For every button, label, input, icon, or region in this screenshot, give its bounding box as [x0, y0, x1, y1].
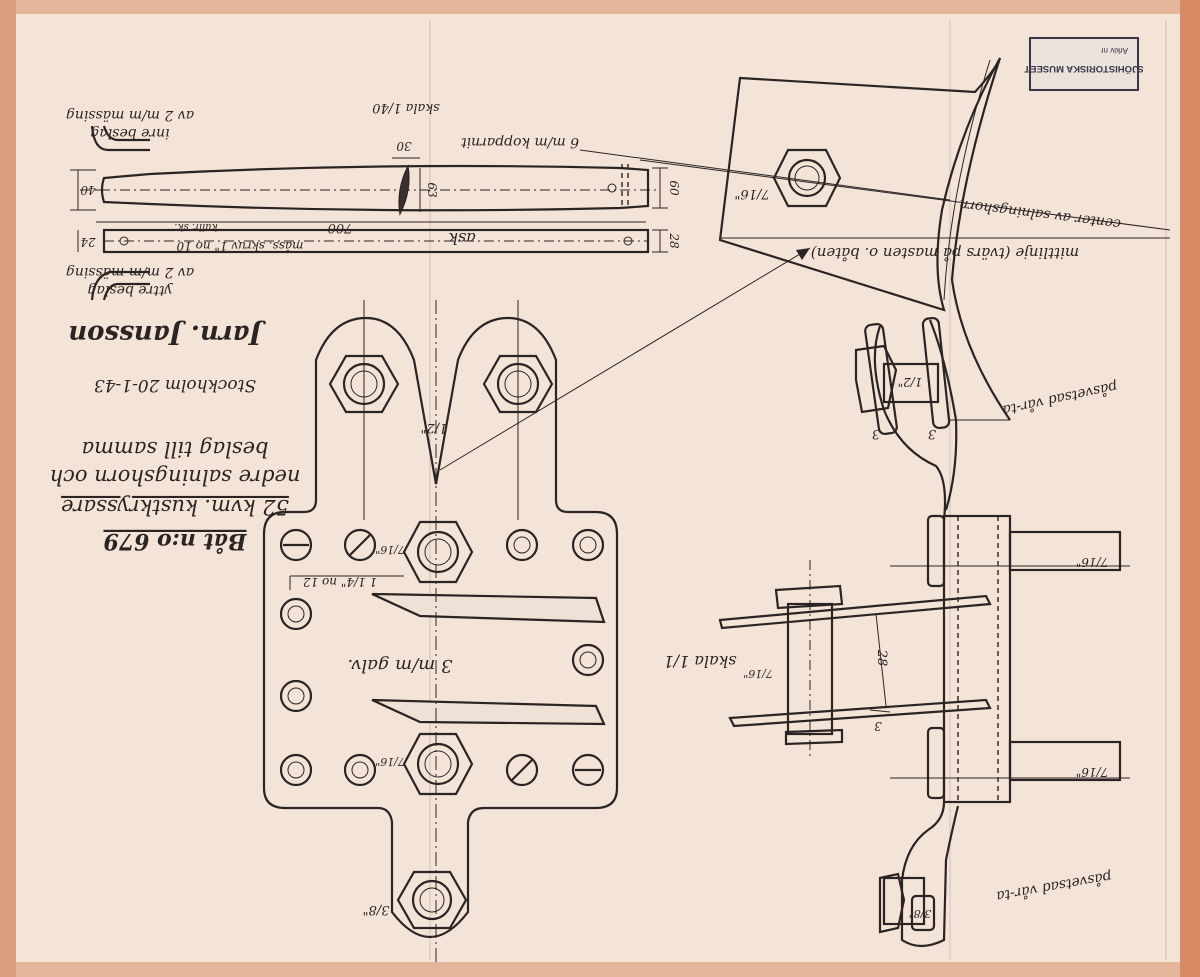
plate-bolt-lower: [402, 732, 474, 796]
mast-bracket-outline: [718, 57, 1002, 312]
inner-fitting-material: av 2 m/m mässing: [66, 107, 194, 123]
dim-63: 63: [425, 182, 439, 198]
plate-profile: [942, 514, 1012, 804]
plate-bolt-bottom-label: 3/8": [363, 902, 390, 917]
bolt-right-upper: [1008, 530, 1122, 572]
dim-28-line: [875, 613, 887, 707]
jaw-lower: [728, 698, 992, 728]
lug-bolt-left: [328, 354, 400, 414]
dim-700: 700: [328, 220, 353, 235]
copper-rivet-label: 6 m/m kopparnit: [461, 134, 579, 150]
countersunk-label: kullr. sk.: [174, 221, 217, 232]
title-line1: Båt n:o 679: [103, 528, 247, 554]
stamp-line2: Arkiv nr: [1101, 46, 1128, 55]
title-line4: beslag till samma: [82, 437, 269, 461]
side-dim-3a: 3: [872, 426, 880, 441]
plate-screw-spec: 1 1/4" no 12: [303, 575, 377, 589]
plate-detail: 3 m/m galv. 1 1/4" no 12 1/2" 7/16" 7/16…: [262, 247, 811, 962]
bolt-right-upper-label: 7/16": [1076, 555, 1108, 569]
airfoil-section: [398, 164, 410, 216]
bolt-right-lower: [1008, 740, 1122, 782]
dim-60: 60: [667, 180, 681, 196]
side-dim-3b: 3: [928, 426, 936, 441]
jaw-upper: [718, 594, 992, 630]
upper-lug-left: [873, 325, 947, 521]
title-line2: 52 kvm. kustkryssare: [61, 495, 289, 519]
side-scale-label: skala 1/1: [664, 652, 737, 671]
spreader-profile: inre beslag av 2 m/m mässing yttre besla…: [66, 100, 951, 301]
archive-stamp: SJÖHISTORISKA MUSEET Arkiv nr: [1024, 37, 1144, 91]
plate-screws: [279, 528, 605, 787]
outer-fitting-label: yttre beslag: [88, 282, 174, 298]
dim-28-strip: 28: [667, 232, 681, 249]
inner-fitting-shape: [90, 125, 150, 152]
title-block: Båt n:o 679 52 kvm. kustkryssare nedre s…: [50, 319, 301, 554]
lower-lug: [900, 801, 960, 948]
title-date: Stockholm 20-1-43: [94, 375, 256, 395]
paper-edge-right: [1180, 0, 1200, 977]
inner-fitting-label: inre beslag: [90, 125, 169, 141]
spreader-outline: [100, 164, 650, 212]
signature: Jarn. Jansson: [68, 319, 266, 349]
leader-arrow: [439, 247, 811, 471]
bent-strip-lower: [371, 698, 606, 726]
paper-edge-top: [0, 0, 1200, 14]
plate-outline: [262, 316, 619, 938]
bent-strip-upper: [371, 592, 606, 624]
ash-label: ask: [448, 229, 475, 248]
rivet: [607, 183, 617, 193]
bolt-bottom-label: 3/8": [909, 907, 932, 920]
paper-edge-left: [0, 0, 16, 977]
stamp-frame: [1029, 37, 1139, 91]
bolt-right-lower-label: 7/16": [1076, 765, 1108, 779]
mid-line-label: mittlinje (tvärs på masten o. båten): [811, 244, 1079, 262]
plate-material-label: 3 m/m galv.: [348, 655, 453, 676]
dim-30: 30: [396, 139, 412, 153]
title-line3: nedre salningshorn och: [50, 465, 301, 489]
paper-edge-bottom: [0, 962, 1200, 977]
dim-24: 24: [80, 235, 96, 249]
side-dim-3c: 3: [874, 719, 882, 733]
upper-clevis-nut: [854, 344, 898, 414]
dim-40: 40: [80, 183, 97, 197]
lower-clevis-nut: [878, 872, 906, 934]
plate-bolt-bottom: [396, 870, 468, 930]
plate-bolt-upper-label: 7/16": [375, 543, 405, 556]
bolt-mid-label: 7/16": [743, 667, 773, 680]
side-dim-28: 28: [874, 649, 889, 667]
plate-bolt-lower-label: 7/16": [375, 755, 405, 768]
mast-curve: [950, 57, 1011, 421]
plate-half-inch: 1/2": [421, 420, 448, 435]
outer-fitting-material: av 2 m/m mässing: [66, 264, 194, 280]
stamp-line1: SJÖHISTORISKA MUSEET: [1024, 63, 1143, 74]
mast-bolt-label: 7/16": [734, 186, 769, 201]
top-scale-label: skala 1/40: [372, 100, 440, 115]
side-half-inch: 1/2": [898, 375, 923, 389]
outer-fitting-shape: [90, 270, 150, 301]
screw-label: måss. skruv 1" no 10: [176, 239, 303, 254]
plate-bolt-upper: [402, 520, 474, 584]
